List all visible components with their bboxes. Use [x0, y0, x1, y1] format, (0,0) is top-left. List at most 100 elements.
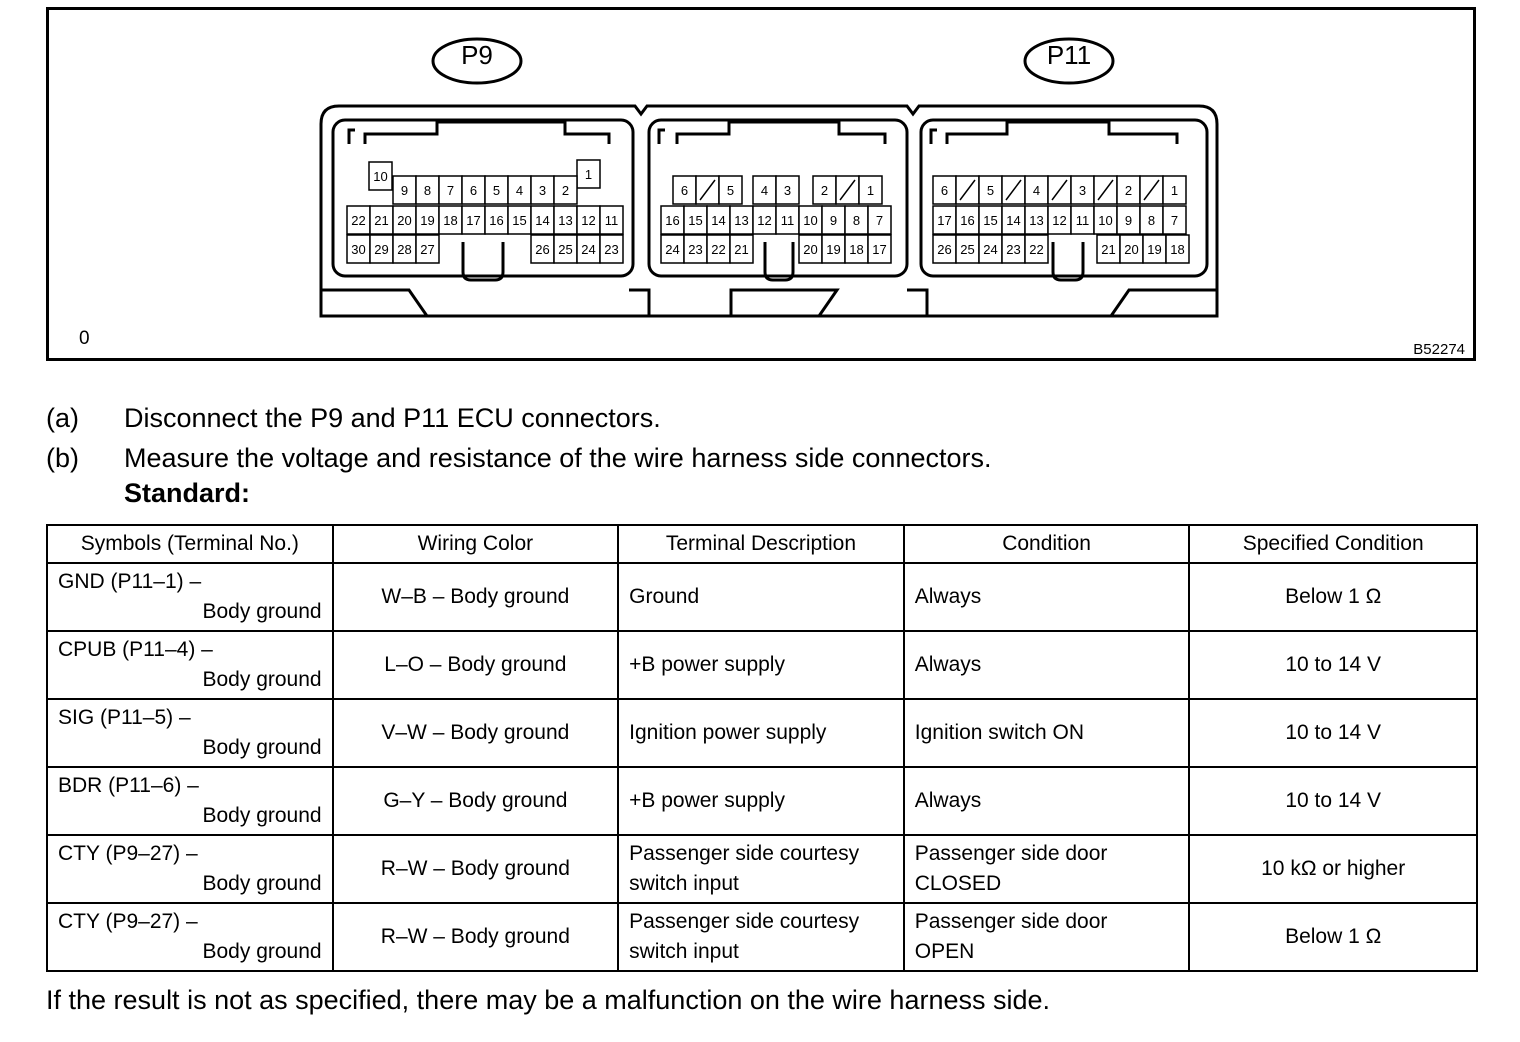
symbol-line1: SIG (P11–5) – [58, 706, 191, 729]
pin-cell [599, 234, 624, 264]
symbol-line2: Body ground [202, 600, 322, 623]
table-row: GND (P11–1) –Body ground W–B – Body grou… [46, 562, 1478, 632]
pin-number: 14 [535, 213, 549, 228]
cell-symbol: SIG (P11–5) –Body ground [46, 698, 334, 768]
pin-number: 22 [1029, 242, 1043, 257]
pin-number: 10 [803, 213, 817, 228]
pin-number: 5 [987, 183, 994, 198]
pin-number: 27 [420, 242, 434, 257]
cell-symbol: CPUB (P11–4) –Body ground [46, 630, 334, 700]
pin-number: 6 [470, 183, 477, 198]
pin-number: 12 [757, 213, 771, 228]
pin-cell [576, 159, 601, 189]
pin-number: 13 [734, 213, 748, 228]
description-line2: switch input [629, 872, 739, 895]
cell-wiring-color: R–W – Body ground [331, 902, 620, 972]
pin-number: 25 [960, 242, 974, 257]
pin-number: 18 [443, 213, 457, 228]
pin-number: 26 [535, 242, 549, 257]
pin-number: 15 [512, 213, 526, 228]
symbol-line1: CPUB (P11–4) – [58, 638, 213, 661]
pin-number: 9 [401, 183, 408, 198]
cell-condition: Always [902, 562, 1191, 632]
pin-number: 5 [727, 183, 734, 198]
pin-cell [775, 175, 800, 205]
pin-number: 2 [562, 183, 569, 198]
header-condition: Condition [902, 524, 1191, 564]
cell-symbol: CTY (P9–27) –Body ground [46, 902, 334, 972]
cell-symbol: GND (P11–1) –Body ground [46, 562, 334, 632]
cell-spec: Below 1 Ω [1188, 562, 1478, 632]
pin-number: 8 [853, 213, 860, 228]
description-line1: Passenger side courtesy [629, 842, 860, 865]
pin-number: 5 [493, 183, 500, 198]
pin-cell [1162, 205, 1187, 235]
pin-number: 16 [960, 213, 974, 228]
pin-number: 1 [585, 167, 592, 182]
condition-line2: CLOSED [914, 872, 1002, 895]
pin-number: 17 [937, 213, 951, 228]
step-b: (b)Measure the voltage and resistance of… [46, 438, 991, 478]
pin-cell [867, 205, 892, 235]
pin-number: 8 [1148, 213, 1155, 228]
pin-cell [1024, 234, 1049, 264]
cell-wiring-color: G–Y – Body ground [331, 766, 620, 836]
pin-number: 13 [558, 213, 572, 228]
pin-number: 16 [665, 213, 679, 228]
pin-number: 11 [605, 213, 619, 228]
pin-number: 7 [1171, 213, 1178, 228]
step-text: Disconnect the P9 and P11 ECU connectors… [124, 403, 661, 433]
pin-number: 11 [1076, 213, 1090, 228]
cell-wiring-color: L–O – Body ground [331, 630, 620, 700]
figure-code: B52274 [1413, 341, 1465, 358]
pin-number: 26 [937, 242, 951, 257]
pin-cell [867, 234, 892, 264]
pin-number: 29 [374, 242, 388, 257]
pin-number: 19 [420, 213, 434, 228]
pin-number: 23 [604, 242, 618, 257]
pin-number: 21 [734, 242, 748, 257]
p9-label: P9 [461, 40, 493, 70]
pin-cell [1165, 234, 1190, 264]
pin-number: 4 [1033, 183, 1040, 198]
pin-cell [553, 175, 578, 205]
cell-spec: 10 to 14 V [1188, 630, 1478, 700]
connector-housing [319, 104, 1219, 318]
pin-number: 30 [351, 242, 365, 257]
pin-number: 21 [374, 213, 388, 228]
cell-description: +B power supply [617, 630, 905, 700]
cell-wiring-color: V–W – Body ground [331, 698, 620, 768]
pin-number: 24 [983, 242, 997, 257]
cell-spec: 10 kΩ or higher [1188, 834, 1478, 904]
pin-number: 7 [876, 213, 883, 228]
mid-compartment [647, 118, 909, 278]
pin-number: 6 [941, 183, 948, 198]
p11-compartment [919, 118, 1209, 278]
footer-note: If the result is not as specified, there… [46, 985, 1051, 1015]
pin-number: 14 [1006, 213, 1020, 228]
pin-number: 20 [803, 242, 817, 257]
pin-number: 17 [466, 213, 480, 228]
cell-description: +B power supply [617, 766, 905, 836]
pin-number: 22 [351, 213, 365, 228]
pin-cell [858, 175, 883, 205]
header-specified-condition: Specified Condition [1188, 524, 1478, 564]
empty-pin-slash [699, 179, 716, 201]
empty-pin-slash [1097, 179, 1114, 201]
empty-pin-slash [959, 179, 976, 201]
table-row: SIG (P11–5) –Body ground V–W – Body grou… [46, 698, 1478, 768]
pin-number: 4 [761, 183, 768, 198]
symbol-line1: CTY (P9–27) – [58, 910, 198, 933]
pin-number: 12 [581, 213, 595, 228]
pin-cell [718, 175, 743, 205]
pin-number: 15 [983, 213, 997, 228]
pin-number: 13 [1029, 213, 1043, 228]
p9-compartment [331, 118, 635, 278]
pin-number: 3 [1079, 183, 1086, 198]
description-line1: Passenger side courtesy [629, 910, 860, 933]
p11-label-ellipse [1023, 37, 1115, 85]
pin-number: 15 [688, 213, 702, 228]
pin-number: 16 [489, 213, 503, 228]
